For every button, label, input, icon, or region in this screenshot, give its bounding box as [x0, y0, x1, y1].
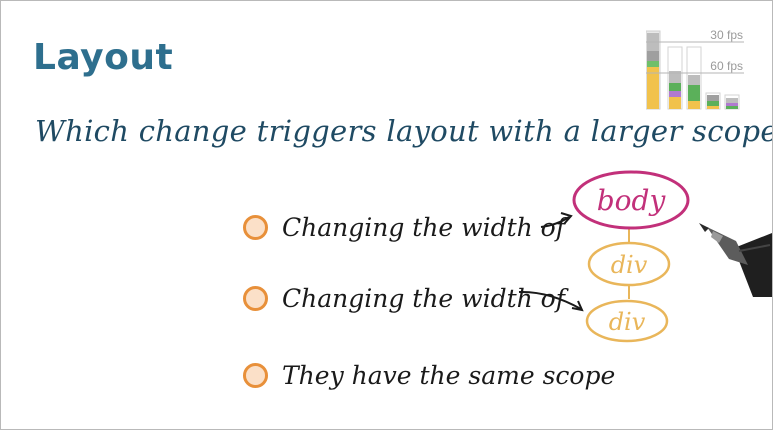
- fps-bar-segment: [726, 106, 738, 109]
- fps-bar-segment: [647, 67, 659, 109]
- fps-bar-segment: [707, 106, 719, 109]
- fps-label-30: 30 fps: [710, 28, 743, 42]
- fps-bar-segment: [647, 51, 659, 61]
- arrow-head-icon: [571, 300, 584, 312]
- arrow-to-div: [518, 290, 582, 310]
- radio-button[interactable]: [243, 285, 268, 311]
- fps-meter: 30 fps 60 fps: [645, 27, 746, 111]
- body-node-label: body: [597, 184, 667, 217]
- div-node-child: [585, 299, 669, 343]
- option-label: Changing the width of: [282, 212, 565, 242]
- div-node-parent-label: div: [611, 251, 648, 279]
- radio-button[interactable]: [243, 362, 268, 388]
- fps-bar-segment: [669, 83, 681, 91]
- fps-bar-segment: [669, 97, 681, 109]
- arrow-to-body: [540, 216, 570, 228]
- arrow-head-icon: [560, 212, 573, 225]
- fps-bar-segment: [688, 101, 700, 109]
- fps-bar-segment: [726, 103, 738, 106]
- radio-button[interactable]: [243, 214, 268, 240]
- fps-bar-segment: [726, 98, 738, 103]
- div-node-child-label: div: [609, 308, 646, 336]
- div-node-parent: [587, 241, 671, 287]
- option-label: Changing the width of: [282, 283, 565, 313]
- option-label: They have the same scope: [282, 360, 616, 390]
- pen-icon: [699, 223, 772, 297]
- option-2[interactable]: Changing the width of: [243, 281, 565, 315]
- option-1[interactable]: Changing the width of: [243, 210, 565, 244]
- fps-bar-segment: [688, 75, 700, 85]
- body-node: [572, 170, 690, 230]
- question-text: Which change triggers layout with a larg…: [35, 114, 773, 148]
- fps-bar-segment: [669, 71, 681, 83]
- fps-bar-segment: [647, 61, 659, 67]
- option-3[interactable]: They have the same scope: [243, 358, 615, 392]
- fps-label-60: 60 fps: [710, 59, 743, 73]
- page-title: Layout: [33, 37, 174, 78]
- fps-bar-segment: [669, 91, 681, 97]
- fps-bar-segment: [707, 95, 719, 101]
- fps-bar-segment: [688, 85, 700, 101]
- fps-bar-segment: [707, 101, 719, 106]
